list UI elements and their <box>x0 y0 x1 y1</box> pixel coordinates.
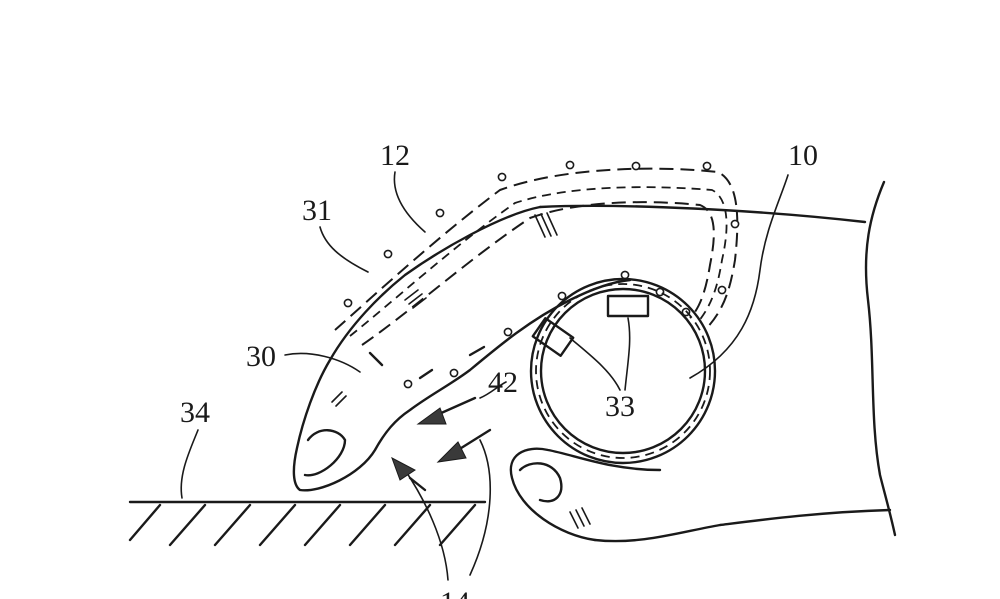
label-12: 12 <box>380 139 410 172</box>
label-42: 42 <box>488 366 518 399</box>
label-10: 10 <box>788 139 818 172</box>
hand-outline <box>538 180 897 543</box>
arrows-14 <box>391 439 492 581</box>
label-33: 33 <box>605 390 635 423</box>
arrow-42 <box>416 396 492 463</box>
thumb <box>509 447 662 542</box>
label-31: 31 <box>302 194 332 227</box>
labels: 12 31 30 34 10 42 33 14 <box>180 139 818 599</box>
label-14: 14 <box>440 586 470 599</box>
label-30: 30 <box>246 340 276 373</box>
sensor-strip-12 <box>334 160 740 389</box>
leader-lines <box>180 171 789 499</box>
finger-30 <box>292 205 632 492</box>
sensors-33 <box>531 294 650 357</box>
ring-10 <box>529 277 717 465</box>
surface-34 <box>128 500 487 547</box>
label-34: 34 <box>180 396 210 429</box>
